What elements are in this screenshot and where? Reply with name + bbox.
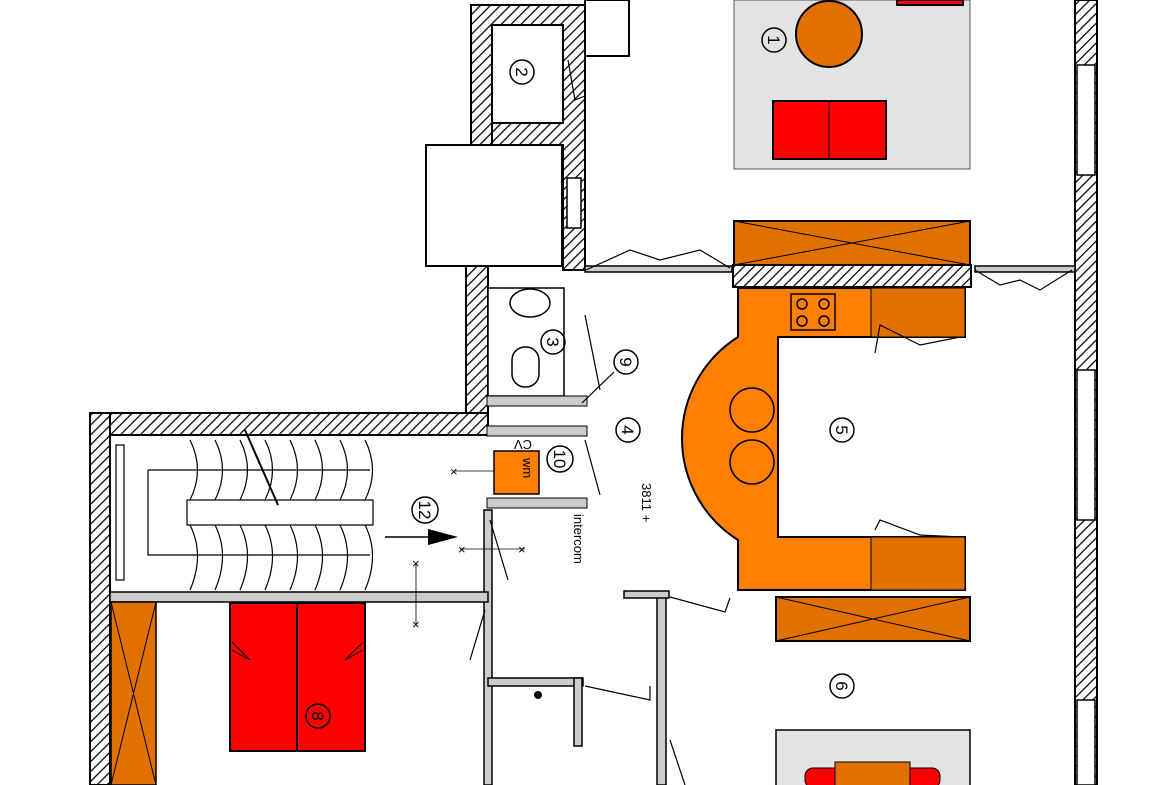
shelf [584,0,630,57]
wc-wall [465,265,489,417]
windows [566,64,1096,785]
room-labels: 1 2 3 4 5 6 8 9 10 12 [305,27,855,729]
dining-table [834,761,911,785]
doors [469,59,1073,785]
stair-top-wall [89,412,489,436]
svg-text:×: × [518,542,526,557]
toilet [511,346,540,388]
wm-label: wm [520,457,535,478]
window [1076,369,1096,521]
cabinet-box [425,144,563,267]
kitchen-wall [732,264,972,288]
room-label-2: 2 [512,67,531,76]
elevation-label: 3811 + [639,483,654,522]
stool [729,439,775,485]
cv-label: CV [514,437,532,452]
window [1076,699,1096,785]
walls [89,0,1098,785]
stool [729,387,775,433]
svg-text:×: × [412,617,420,632]
svg-text:×: × [458,542,466,557]
room-label-4: 4 [618,425,637,434]
room-label-12: 12 [415,501,434,520]
room-label-1: 1 [764,35,783,44]
intercom-label: intercom [571,514,586,564]
cooktop [790,293,836,331]
window [1076,64,1096,176]
washing-machine [493,450,540,495]
room-label-9: 9 [616,357,635,366]
kitchen [681,220,971,642]
armchair [896,0,964,6]
room-label-10: 10 [550,450,569,469]
svg-text:×: × [412,556,420,571]
staircase [115,429,374,591]
window [566,177,582,229]
svg-text:×: × [450,464,458,479]
room-label-3: 3 [543,337,562,346]
room-label-8: 8 [308,711,327,720]
left-outer-wall [89,412,111,785]
round-table [795,0,863,68]
room-label-6: 6 [832,681,851,690]
sink [509,288,551,318]
room-label-5: 5 [832,425,851,434]
